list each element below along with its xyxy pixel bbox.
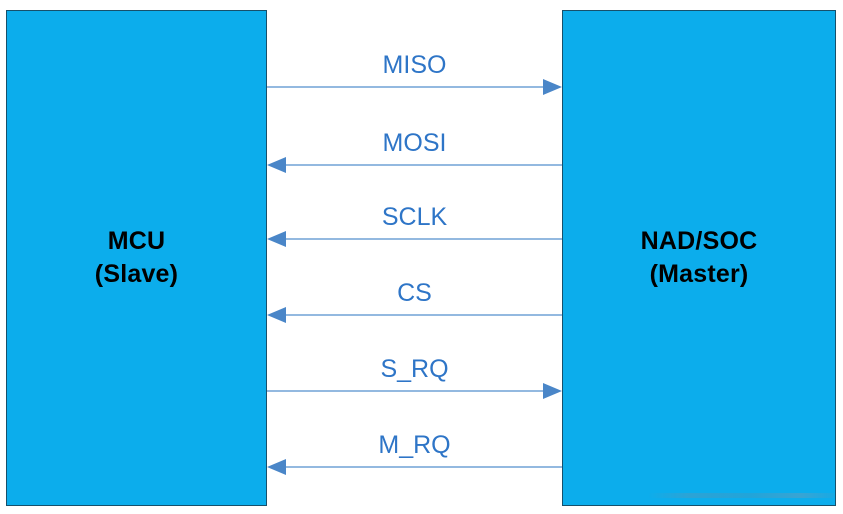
node-soc[interactable]: NAD/SOC (Master) xyxy=(562,10,836,506)
signal-line-miso xyxy=(267,86,544,88)
node-mcu-title: MCU xyxy=(107,226,166,255)
signal-label-cs: CS xyxy=(397,279,432,307)
signal-line-m-rq xyxy=(285,466,562,468)
signal-label-miso: MISO xyxy=(382,51,447,79)
arrow-left-icon xyxy=(267,307,286,323)
signal-label-m-rq: M_RQ xyxy=(378,431,451,459)
arrow-left-icon xyxy=(267,459,286,475)
node-soc-title: NAD/SOC xyxy=(640,226,758,255)
signal-line-sclk xyxy=(285,238,562,240)
signal-line-mosi xyxy=(285,164,562,166)
arrow-left-icon xyxy=(267,157,286,173)
arrow-right-icon xyxy=(543,79,562,95)
node-mcu-role: (Slave) xyxy=(94,260,179,288)
node-soc-role: (Master) xyxy=(649,260,749,288)
arrow-right-icon xyxy=(543,383,562,399)
signal-line-s-rq xyxy=(267,390,544,392)
node-mcu[interactable]: MCU (Slave) xyxy=(6,10,267,506)
arrow-left-icon xyxy=(267,231,286,247)
signal-label-s-rq: S_RQ xyxy=(380,355,449,383)
signal-label-sclk: SCLK xyxy=(381,203,448,231)
signal-label-mosi: MOSI xyxy=(382,129,447,157)
signal-line-cs xyxy=(285,314,562,316)
